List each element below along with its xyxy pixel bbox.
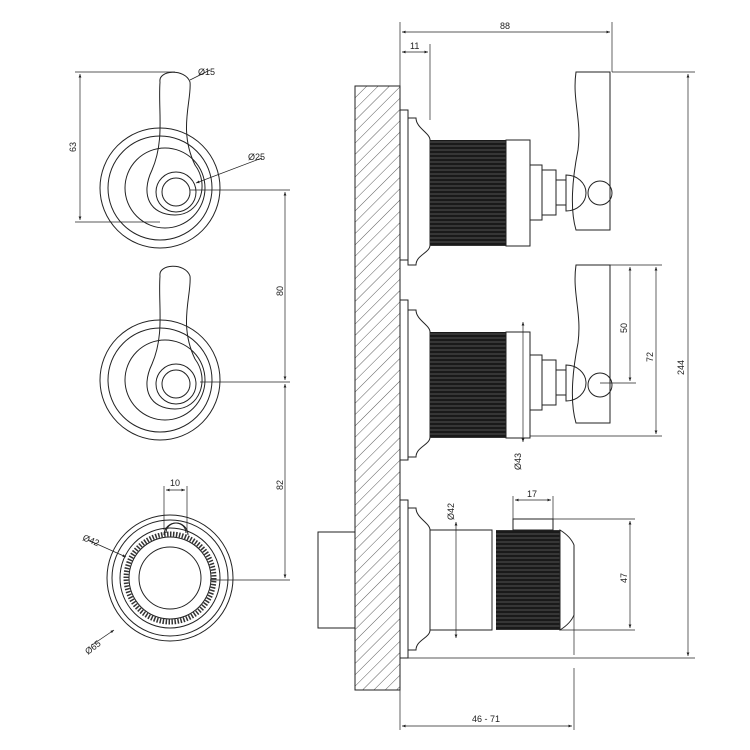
- dim-slot-width: 10: [170, 478, 180, 488]
- dim-wall-depth-range: 46 - 71: [472, 714, 500, 724]
- dim-lever-span: 72: [645, 352, 655, 362]
- dim-lever-diameter: Ø15: [198, 67, 215, 77]
- dim-lever-height: 63: [68, 142, 78, 152]
- dim-plate-offset: 11: [410, 41, 419, 51]
- dim-knob-diameter: Ø42: [81, 533, 101, 549]
- side-valve-middle: [399, 264, 613, 461]
- dim-rosette-diameter: Ø65: [83, 638, 103, 656]
- front-dimensions: 63 Ø15 Ø25 80 82 10 Ø42 Ø65: [68, 67, 290, 657]
- dim-knob-height: 47: [619, 573, 629, 583]
- side-dimensions: 88 11 244 50 72 Ø43 Ø42 17 47 46 - 71: [399, 21, 695, 730]
- side-thermostat: [399, 499, 575, 659]
- front-lever-lower: [99, 265, 221, 441]
- wall-section: [317, 85, 401, 691]
- front-lever-upper: [99, 71, 221, 249]
- dim-knob-body-diameter: Ø42: [446, 503, 456, 520]
- dim-spindle-diameter: Ø43: [513, 453, 523, 470]
- dim-lever-length: 50: [619, 323, 629, 333]
- dim-hub-diameter: Ø25: [248, 152, 265, 162]
- dim-total-height: 244: [676, 360, 686, 375]
- dim-total-depth: 88: [500, 21, 510, 31]
- front-knob: [106, 514, 234, 642]
- dim-spacing-lower: 82: [275, 480, 285, 490]
- dim-cap-width: 17: [527, 489, 537, 499]
- dim-spacing-upper: 80: [275, 286, 285, 296]
- side-valve-upper: [399, 71, 613, 266]
